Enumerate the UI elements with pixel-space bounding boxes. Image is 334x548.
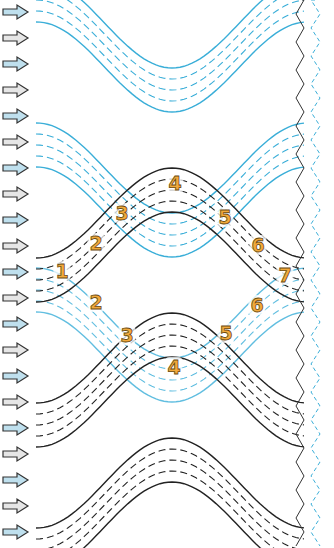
callout-number: 2 [87, 233, 104, 253]
flow-arrow [3, 525, 28, 539]
zigzag-edge [296, 0, 304, 546]
flow-arrow [3, 5, 28, 19]
flow-line [36, 346, 304, 436]
callout-number: 4 [166, 173, 183, 193]
channel-wall [36, 0, 304, 68]
callout-number: 3 [113, 203, 130, 223]
flow-line [36, 449, 304, 539]
channel-wall [36, 482, 304, 548]
callout-number: 2 [87, 292, 104, 312]
flow-arrow [3, 83, 28, 97]
flow-arrow [3, 421, 28, 435]
flow-arrow [3, 499, 28, 513]
flow-line [36, 324, 304, 414]
channel-wall [36, 22, 304, 112]
flow-line [36, 145, 304, 235]
flow-arrow [3, 447, 28, 461]
flow-arrow [3, 239, 28, 253]
channel-wall [36, 312, 304, 402]
callout-number: 6 [248, 295, 265, 315]
callout-number: 5 [216, 207, 233, 227]
flow-line [36, 11, 304, 101]
flow-arrow [3, 473, 28, 487]
channel-wall [36, 212, 304, 302]
flow-arrow [3, 369, 28, 383]
zigzag-edge [311, 0, 320, 546]
flow-arrow [3, 161, 28, 175]
flow-line [36, 190, 304, 280]
flow-line [36, 134, 304, 224]
callout-number: 1 [53, 261, 70, 281]
flow-arrow [3, 57, 28, 71]
callout-number: 6 [249, 235, 266, 255]
channel-wall [36, 438, 304, 528]
flow-arrow [3, 187, 28, 201]
flow-arrow [3, 135, 28, 149]
channel-wall [36, 168, 304, 258]
flow-arrow [3, 395, 28, 409]
channel-wall [36, 357, 304, 447]
flow-arrow [3, 317, 28, 331]
flow-arrow [3, 31, 28, 45]
flow-arrow [3, 109, 28, 123]
flow-line [36, 460, 304, 548]
callout-number: 4 [165, 357, 182, 377]
callout-number: 7 [276, 265, 293, 285]
flow-line [36, 201, 304, 291]
flow-arrow [3, 265, 28, 279]
callout-number: 5 [217, 323, 234, 343]
flow-line [36, 0, 304, 90]
flow-line [36, 335, 304, 425]
flow-arrow [3, 213, 28, 227]
channel-wall [36, 313, 304, 403]
flow-arrow [3, 343, 28, 357]
callout-number: 3 [118, 325, 135, 345]
flow-arrow [3, 291, 28, 305]
